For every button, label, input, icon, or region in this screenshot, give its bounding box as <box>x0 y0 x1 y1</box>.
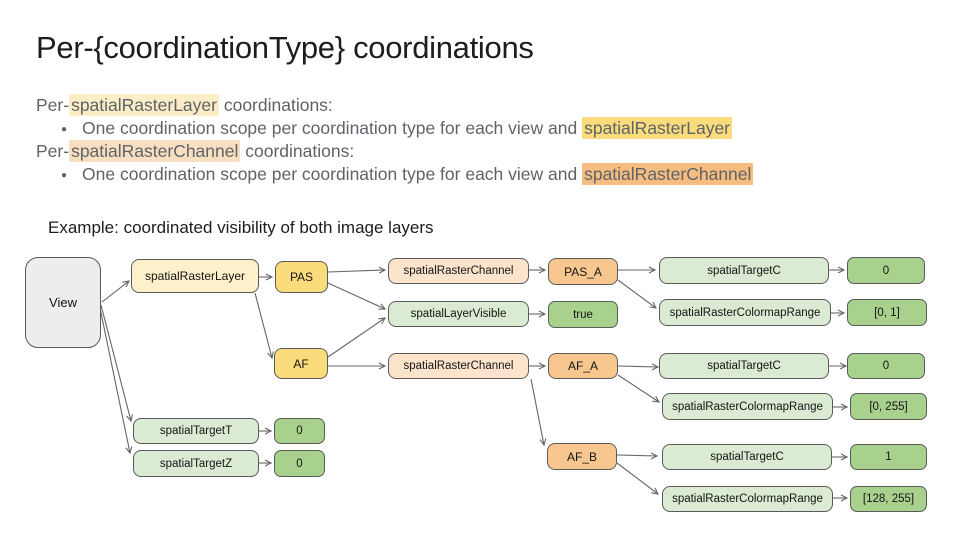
per-channel-bullet-highlight: spatialRasterChannel <box>582 163 754 185</box>
per-layer-highlight: spatialRasterLayer <box>69 94 219 116</box>
bullet-icon: ● <box>61 170 68 181</box>
af-a-colormap-node: spatialRasterColormapRange <box>662 393 833 420</box>
af-a-target-c-node: spatialTargetC <box>659 353 829 379</box>
per-layer-bullet-text: One coordination scope per coordination … <box>82 118 583 138</box>
target-z-value-node: 0 <box>274 450 325 477</box>
af-a-node: AF_A <box>548 353 618 379</box>
per-layer-suffix: coordinations: <box>218 95 333 115</box>
af-a-colormap-value-node: [0, 255] <box>850 393 927 420</box>
target-t-value-node: 0 <box>274 418 325 444</box>
af-channel-node: spatialRasterChannel <box>388 353 529 379</box>
example-heading: Example: coordinated visibility of both … <box>48 218 434 237</box>
per-channel-bullet-text: One coordination scope per coordination … <box>82 164 583 184</box>
target-t-node: spatialTargetT <box>133 418 259 444</box>
view-node: View <box>25 257 101 348</box>
per-channel-suffix: coordinations: <box>240 141 355 161</box>
pas-channel-node: spatialRasterChannel <box>388 258 529 284</box>
per-channel-line: Per-spatialRasterChannel coordinations: <box>36 140 753 163</box>
per-channel-prefix: Per- <box>36 141 70 161</box>
page-title: Per-{coordinationType} coordinations <box>36 30 534 65</box>
per-channel-bullet: ● One coordination scope per coordination… <box>36 163 754 186</box>
per-layer-prefix: Per- <box>36 95 70 115</box>
layer-visible-node: spatialLayerVisible <box>388 301 529 327</box>
per-layer-bullet-highlight: spatialRasterLayer <box>582 117 732 139</box>
bullet-icon: ● <box>61 124 68 135</box>
target-z-node: spatialTargetZ <box>133 450 259 477</box>
af-b-target-c-node: spatialTargetC <box>662 444 832 470</box>
pas-node: PAS <box>275 261 328 293</box>
per-layer-line: Per-spatialRasterLayer coordinations: <box>36 94 753 117</box>
pas-a-colormap-node: spatialRasterColormapRange <box>659 299 831 326</box>
af-b-colormap-value-node: [128, 255] <box>850 486 927 512</box>
af-b-node: AF_B <box>547 443 617 470</box>
af-node: AF <box>274 348 328 379</box>
intro-text: Per-spatialRasterLayer coordinations: ● O… <box>36 94 754 186</box>
pas-a-colormap-value-node: [0, 1] <box>847 299 927 326</box>
af-b-colormap-node: spatialRasterColormapRange <box>662 486 833 512</box>
layer-visible-value-node: true <box>548 301 618 328</box>
af-a-target-c-value-node: 0 <box>847 353 925 379</box>
pas-a-target-c-value-node: 0 <box>847 257 925 284</box>
pas-a-node: PAS_A <box>548 258 618 285</box>
pas-a-target-c-node: spatialTargetC <box>659 257 829 284</box>
spatial-raster-layer-node: spatialRasterLayer <box>131 259 259 293</box>
per-layer-bullet: ● One coordination scope per coordination… <box>36 117 753 140</box>
af-b-target-c-value-node: 1 <box>850 444 927 470</box>
per-channel-highlight: spatialRasterChannel <box>69 140 241 162</box>
